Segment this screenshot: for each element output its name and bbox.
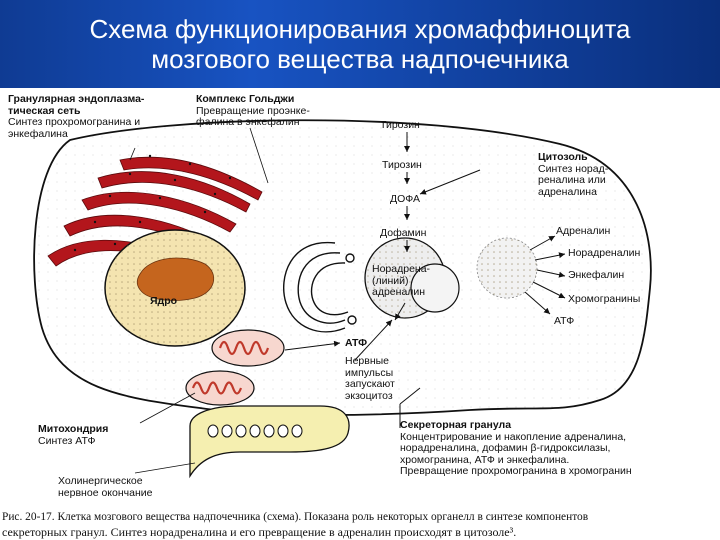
caption-line1: Рис. 20-17. Клетка мозгового вещества на… xyxy=(2,511,589,523)
atp-arrow xyxy=(284,340,341,351)
released-chromogranins: Хромогранины xyxy=(568,293,641,305)
slide-title-line1: Схема функционирования хромаффиноцита xyxy=(89,14,631,44)
released-atp: АТФ xyxy=(554,315,575,327)
secretory-line3: хромогранина, АТФ и энкефалина. xyxy=(400,453,570,466)
secretory-line4: Превращение прохромогранина в хромограни… xyxy=(400,465,632,477)
cytosol-desc-2: реналина или xyxy=(538,174,606,186)
cytosol-desc-1: Синтез норад- xyxy=(538,162,609,175)
mitochondrion-label: Митохондрия Синтез АТФ xyxy=(38,423,109,447)
golgi-title: Комплекс Гольджи xyxy=(196,93,295,105)
dopamine-label: Дофамин xyxy=(380,227,427,239)
leader-lines xyxy=(129,127,269,474)
slide-title-line2: мозгового вещества надпочечника xyxy=(151,44,569,74)
nerve-impulses-2: импульсы xyxy=(345,366,394,379)
noradrenaline-granule-label: Норадрена- (линий) адреналин xyxy=(372,263,431,299)
secretory-line2: норадреналина, дофамин β-гидроксилазы, xyxy=(400,442,611,454)
nucleus-label: Ядро xyxy=(150,295,178,307)
nerve-impulses-3: запускают xyxy=(345,378,395,390)
secretory-leader-2 xyxy=(399,387,421,405)
pathway-arrows xyxy=(394,132,481,321)
release-arrows xyxy=(524,235,566,315)
cytosol-desc-3: адреналина xyxy=(538,185,597,198)
released-noradrenaline: Норадреналин xyxy=(568,247,641,259)
nerve-impulses-4: экзоцитоз xyxy=(345,389,393,402)
secretory-granule-small xyxy=(410,263,460,313)
secretory-title: Секреторная гранула xyxy=(400,419,512,431)
slide-header: Схема функционирования хромаффиноцита мо… xyxy=(0,0,720,88)
nerve-impulses-1: Нервные xyxy=(345,355,390,367)
reticulum-title-1: Гранулярная эндоплазма- xyxy=(8,93,145,105)
released-adrenaline: Адреналин xyxy=(556,225,611,237)
figure-caption: Рис. 20-17. Клетка мозгового вещества на… xyxy=(0,510,720,540)
dopa-label: ДОФА xyxy=(390,193,421,205)
slide-title: Схема функционирования хромаффиноцита мо… xyxy=(0,14,720,74)
noradrenaline-line2: (линий) xyxy=(372,274,409,287)
reticulum-label: Гранулярная эндоплазма- тическая сеть Си… xyxy=(8,93,145,140)
noradrenaline-line3: адреналин xyxy=(372,286,426,298)
cytosol-title: Цитозоль xyxy=(538,151,588,163)
cholinergic-nerve-ending xyxy=(189,405,350,479)
tyrosine-top-label: Тирозин xyxy=(380,119,420,131)
golgi-desc-1: Превращение проэнке- xyxy=(196,104,310,117)
reticulum-desc-1: Синтез прохромогранина и xyxy=(8,116,141,128)
mitochondrion-desc: Синтез АТФ xyxy=(38,434,96,447)
noradrenaline-line1: Норадрена- xyxy=(372,263,431,275)
golgi-label: Комплекс Гольджи Превращение проэнке- фа… xyxy=(196,93,310,129)
golgi-desc-2: фалина в энкефалин xyxy=(196,116,300,128)
cell-diagram-svg xyxy=(33,119,652,479)
cholinergic-line2: нервное окончание xyxy=(58,486,153,499)
impulse-arrow xyxy=(354,319,393,361)
secretory-line1: Концентрирование и накопление адреналина… xyxy=(400,430,627,443)
released-enkephalin: Энкефалин xyxy=(568,269,625,281)
cytosol-label: Цитозоль Синтез норад- реналина или адре… xyxy=(538,151,609,198)
cholinergic-label: Холинергическое нервное окончание xyxy=(58,475,153,499)
cell-diagram-figure: Гранулярная эндоплазма- тическая сеть Си… xyxy=(0,88,720,540)
exocytosis-texture xyxy=(477,238,537,298)
mitochondrion-lower xyxy=(185,370,255,406)
tyrosine-label: Тирозин xyxy=(382,159,422,171)
reticulum-desc-2: энкефалина xyxy=(8,127,68,140)
caption-line2: секреторных гранул. Синтез норадреналина… xyxy=(2,525,517,539)
golgi-complex xyxy=(282,242,357,333)
atp-mito-label: АТФ xyxy=(345,337,368,349)
mitochondrion-upper xyxy=(211,329,285,367)
mitochondrion-title: Митохондрия xyxy=(38,423,109,435)
nucleolus xyxy=(136,257,215,301)
secretory-granule-label: Секреторная гранула Концентрирование и н… xyxy=(400,419,632,478)
nerve-impulses-label: Нервные импульсы запускают экзоцитоз xyxy=(345,355,395,402)
cholinergic-line1: Холинергическое xyxy=(58,475,143,487)
reticulum-title-2: тическая сеть xyxy=(8,104,81,117)
